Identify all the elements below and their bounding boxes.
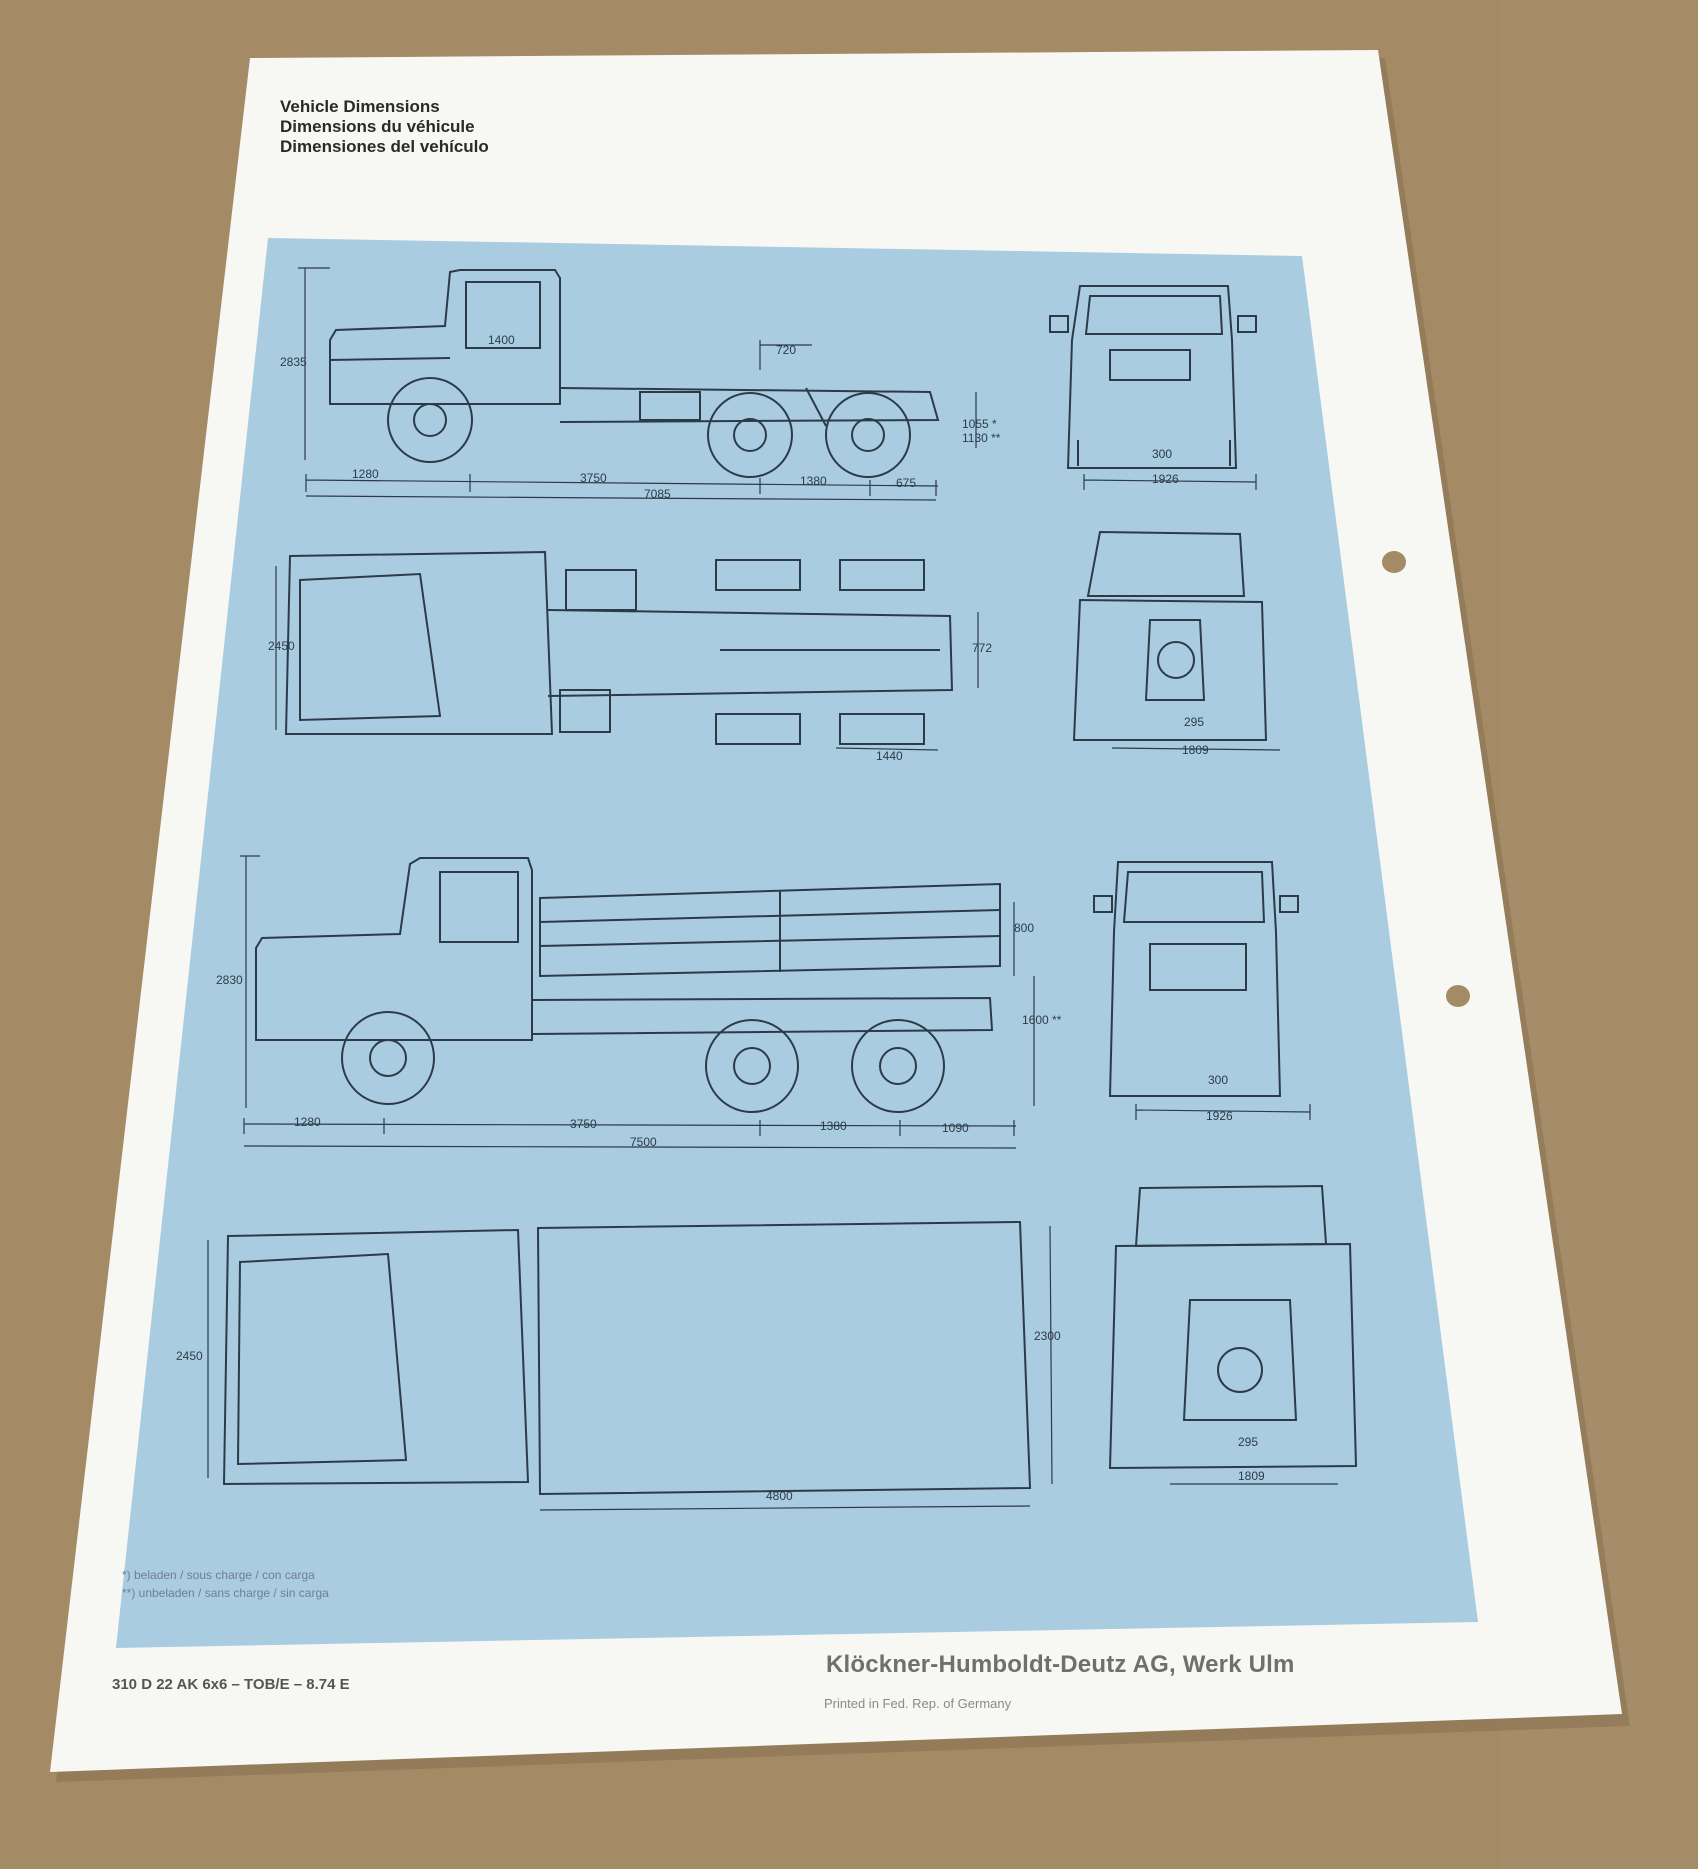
dim-label-772: 772 — [972, 641, 992, 655]
dim-label-2450b: 2450 — [176, 1349, 203, 1363]
front-view-tipper-dims — [1135, 1104, 1311, 1120]
dim-label-2835: 2835 — [280, 355, 307, 369]
dim-label-1380b: 1380 — [820, 1119, 847, 1133]
dim-label-1600: 1600 ** — [1022, 1013, 1062, 1027]
company-name: Klöckner-Humboldt-Deutz AG, Werk Ulm — [826, 1651, 1295, 1678]
front-view-chassis-dims — [1083, 474, 1257, 490]
rear-view-tipper — [1108, 1184, 1358, 1470]
side-view-chassis-dims — [298, 267, 977, 501]
dim-label-1280: 1280 — [352, 467, 379, 481]
front-view-tipper — [1093, 861, 1299, 1097]
page-heading: Vehicle Dimensions Dimensions du véhicul… — [280, 97, 489, 157]
dim-label-1280b: 1280 — [294, 1115, 321, 1129]
document-code: 310 D 22 AK 6x6 – TOB/E – 8.74 E — [112, 1676, 350, 1693]
blueprints — [207, 267, 1358, 1511]
dim-label-1130: 1130 ** — [962, 431, 1001, 445]
dim-label-3750b: 3750 — [570, 1117, 597, 1131]
punch-hole-top — [1382, 551, 1406, 573]
dim-label-1090: 1090 — [942, 1121, 969, 1135]
dim-label-675: 675 — [896, 476, 916, 490]
dim-label-1809b: 1809 — [1238, 1469, 1265, 1483]
rear-view-chassis — [1072, 530, 1268, 741]
dim-label-720: 720 — [776, 343, 796, 357]
top-view-chassis — [284, 550, 954, 745]
dim-label-1926b: 1926 — [1206, 1109, 1233, 1123]
side-view-tipper-dims — [240, 855, 1035, 1149]
side-view-chassis — [329, 269, 940, 478]
dim-label-295: 295 — [1184, 715, 1204, 729]
dim-label-2830: 2830 — [216, 973, 243, 987]
dim-label-3750: 3750 — [580, 471, 607, 485]
top-view-tipper-dims — [207, 1225, 1053, 1511]
drawing-panel — [116, 238, 1478, 1648]
punch-hole-bottom — [1446, 985, 1470, 1007]
load-notes: *) beladen / sous charge / con carga **)… — [122, 1566, 329, 1602]
top-view-chassis-dims — [275, 566, 979, 751]
dim-label-1055: 1055 * — [962, 417, 997, 431]
dim-label-1926: 1926 — [1152, 472, 1179, 486]
note-unloaded: **) unbeladen / sans charge / sin carga — [122, 1586, 329, 1600]
heading-spanish: Dimensiones del vehículo — [280, 137, 489, 156]
printed-in: Printed in Fed. Rep. of Germany — [824, 1696, 1012, 1711]
rear-view-chassis-dims — [1111, 747, 1281, 751]
dim-label-1380: 1380 — [800, 474, 827, 488]
dim-label-800: 800 — [1014, 921, 1034, 935]
front-view-chassis — [1049, 285, 1257, 469]
side-view-tipper — [255, 857, 1001, 1113]
top-view-tipper — [222, 1220, 1032, 1496]
dim-label-295b: 295 — [1238, 1435, 1258, 1449]
dim-label-1440: 1440 — [876, 749, 903, 763]
dim-label-1809: 1809 — [1182, 743, 1209, 757]
dim-label-300: 300 — [1152, 447, 1172, 461]
heading-french: Dimensions du véhicule — [280, 117, 475, 136]
dim-label-2450: 2450 — [268, 639, 295, 653]
dim-label-7500: 7500 — [630, 1135, 657, 1149]
dim-label-2300: 2300 — [1034, 1329, 1061, 1343]
note-loaded: *) beladen / sous charge / con carga — [122, 1568, 315, 1582]
dim-label-300b: 300 — [1208, 1073, 1228, 1087]
dim-label-4800: 4800 — [766, 1489, 793, 1503]
dim-label-1400: 1400 — [488, 333, 515, 347]
heading-english: Vehicle Dimensions — [280, 97, 440, 116]
dim-label-7085: 7085 — [644, 487, 671, 501]
